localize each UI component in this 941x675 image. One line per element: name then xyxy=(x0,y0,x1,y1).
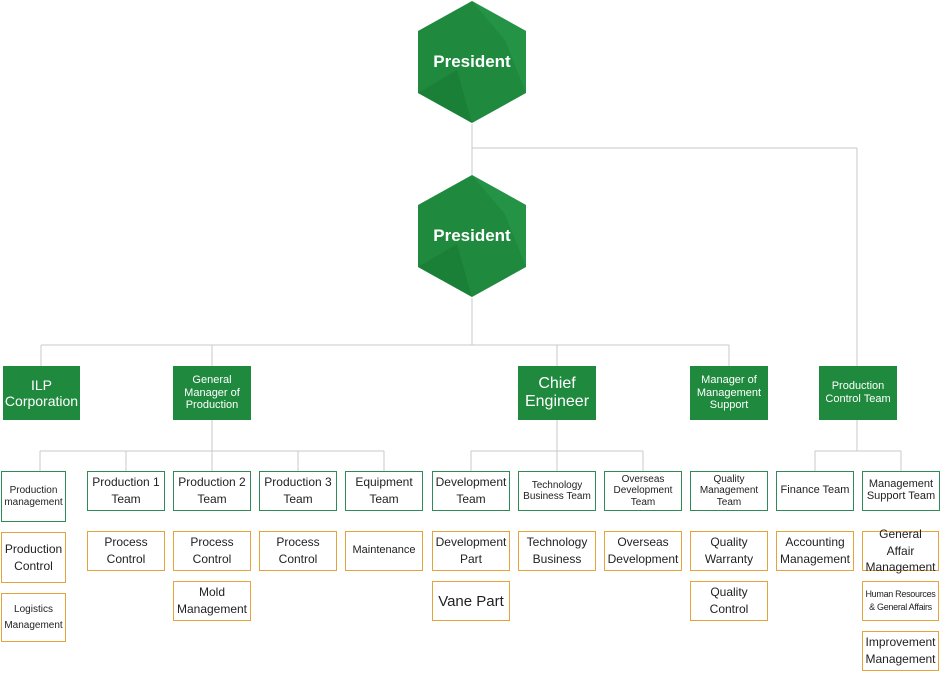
gm-production-box: General Manager of Production xyxy=(173,366,251,420)
quality-warranty-box: Quality Warranty xyxy=(690,531,768,571)
process-control-box-2: Process Control xyxy=(173,531,251,571)
logistics-management-box: Logistics Management xyxy=(1,593,66,642)
general-affair-management-box: General Affair Management xyxy=(862,527,939,574)
development-team-box: Development Team xyxy=(432,471,510,511)
equipment-team-box: Equipment Team xyxy=(345,471,423,511)
production-3-team-box: Production 3 Team xyxy=(259,471,337,511)
finance-team-box: Finance Team xyxy=(776,471,854,511)
president-node-2: President xyxy=(417,174,527,298)
development-part-box: Development Part xyxy=(432,531,510,571)
technology-business-box: Technology Business xyxy=(518,531,596,571)
accounting-management-box: Accounting Management xyxy=(776,531,854,571)
process-control-box-1: Process Control xyxy=(87,531,165,571)
chief-engineer-box: Chief Engineer xyxy=(518,366,596,420)
hexagon-shape xyxy=(418,1,526,123)
maintenance-box: Maintenance xyxy=(345,531,423,571)
production-control-team-box: Production Control Team xyxy=(819,366,897,420)
production-2-team-box: Production 2 Team xyxy=(173,471,251,511)
process-control-box-3: Process Control xyxy=(259,531,337,571)
overseas-development-box: Overseas Development xyxy=(604,531,682,571)
production-1-team-box: Production 1 Team xyxy=(87,471,165,511)
quality-management-team-box: Quality Management Team xyxy=(690,471,768,511)
president-label-2: President xyxy=(433,226,511,245)
hr-general-affairs-box: Human Resources & General Affairs xyxy=(862,581,939,621)
ilp-corporation-box: ILP Corporation xyxy=(3,366,80,420)
production-management-box: Production management xyxy=(1,471,66,522)
overseas-development-team-box: Overseas Development Team xyxy=(604,471,682,511)
technology-business-team-box: Technology Business Team xyxy=(518,471,596,511)
management-support-team-box: Management Support Team xyxy=(862,471,940,511)
mgr-management-support-box: Manager of Management Support xyxy=(690,366,768,420)
president-node: President xyxy=(417,0,527,124)
vane-part-box: Vane Part xyxy=(432,581,510,621)
improvement-management-box: Improvement Management xyxy=(862,631,939,671)
hexagon-shape xyxy=(418,175,526,297)
production-control-box: Production Control xyxy=(1,532,66,583)
quality-control-box: Quality Control xyxy=(690,581,768,621)
mold-management-box: Mold Management xyxy=(173,581,251,621)
president-label: President xyxy=(433,52,511,71)
